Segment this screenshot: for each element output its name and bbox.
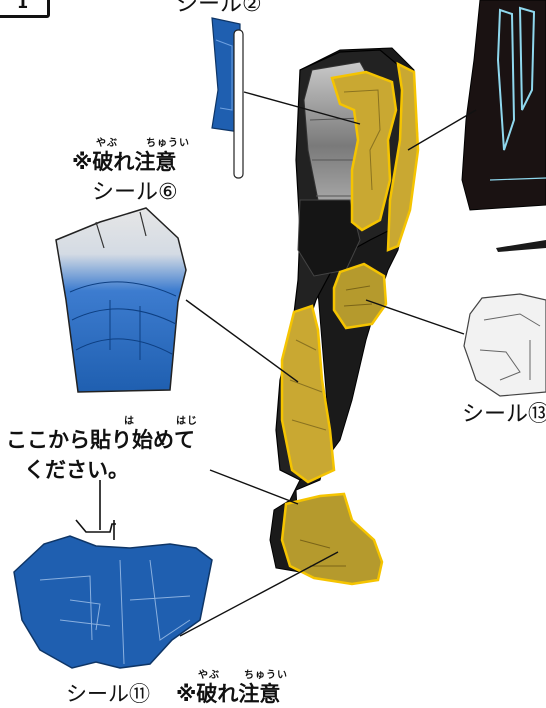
sticker-11 <box>13 535 213 669</box>
start-instruction-line2: ください。 <box>24 458 129 482</box>
sticker-13 <box>463 293 546 397</box>
ruby-chuui-top: ちゅうい <box>146 138 190 149</box>
start-instruction-line1: ここから貼り始めて <box>6 428 195 452</box>
ruby-yabu-bottom: やぶ <box>198 670 220 681</box>
ruby-chuui-bottom: ちゅうい <box>244 670 288 681</box>
seal-13-label: シール⑬ <box>462 402 546 427</box>
tear-warning-top: ※破れ注意 <box>72 146 176 176</box>
warning-text: 破れ注意 <box>196 682 281 706</box>
sticker-6 <box>55 207 187 393</box>
ruby-haji: はじ <box>176 416 198 427</box>
leg-part <box>269 47 420 586</box>
seal-6-label: シール⑥ <box>92 180 178 205</box>
start-here-marker <box>75 480 116 540</box>
sticker-right-dark <box>461 0 546 252</box>
ruby-ha: は <box>124 416 135 427</box>
sticker-2 <box>211 17 244 179</box>
step-badge: 1 <box>0 0 50 18</box>
warning-text: 破れ注意 <box>92 150 177 174</box>
step-number: 1 <box>17 0 29 12</box>
seal-2-label: シール② <box>176 0 262 17</box>
leader-lines <box>179 91 477 637</box>
warning-mark: ※ <box>176 682 197 706</box>
seal-11-label: シール⑪ <box>66 682 150 706</box>
ruby-yabu-top: やぶ <box>96 138 118 149</box>
tear-warning-bottom: ※破れ注意 <box>176 678 280 708</box>
warning-mark: ※ <box>72 150 93 174</box>
